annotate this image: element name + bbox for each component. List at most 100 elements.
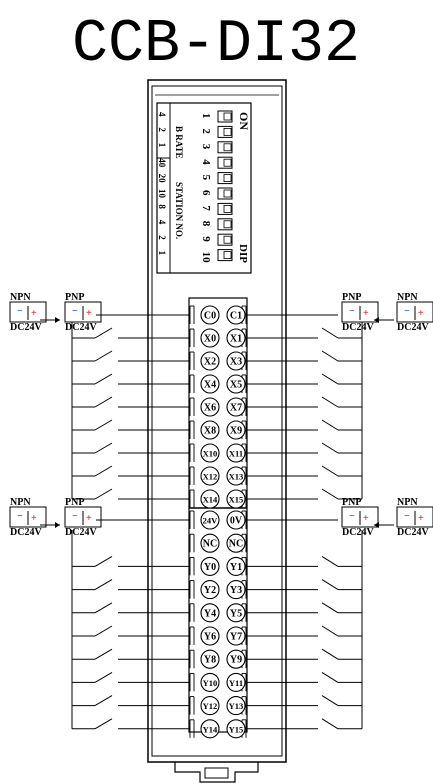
sensor-type-label: PNP [65, 292, 84, 303]
plus-sign: + [363, 308, 369, 319]
dip-switch-knob [223, 204, 232, 213]
sensor-type-label: PNP [342, 292, 361, 303]
minus-sign: − [349, 306, 355, 317]
terminal-screw [226, 719, 246, 739]
terminal-label: X15 [229, 495, 244, 505]
dip-switch-number: 5 [200, 175, 212, 181]
plus-sign: + [31, 308, 37, 319]
terminal-screw [200, 328, 220, 348]
sensor-type-label: PNP [65, 497, 84, 508]
terminal-label: X14 [203, 495, 218, 505]
supply-label: DC24V [65, 322, 97, 333]
dip-switch [217, 233, 233, 246]
sensor-type-label: NPN [397, 292, 418, 303]
terminal-label: Y1 [230, 562, 242, 573]
plus-sign: + [31, 513, 37, 524]
baud-rate-value: 4 [157, 112, 167, 117]
terminal-screw [200, 305, 220, 325]
supply-label: DC24V [65, 527, 97, 538]
station-value: 40 [157, 158, 167, 168]
station-value: 4 [157, 220, 167, 225]
dip-switch-number: 10 [200, 252, 212, 264]
dip-switch-number: 8 [200, 221, 212, 227]
terminal-screw [200, 466, 220, 486]
station-value: 8 [157, 204, 167, 209]
dip-switch-knob [223, 251, 232, 260]
plus-sign: + [86, 513, 92, 524]
terminal-screw [200, 672, 220, 692]
dip-switch [217, 202, 233, 215]
dip-switch-knob [223, 143, 232, 152]
terminal-screw [226, 696, 246, 716]
sensor-box-pnp: PNP −+ DC24V [64, 497, 102, 538]
terminal-screw [226, 351, 246, 371]
dip-switch [217, 172, 233, 185]
terminal-screw [200, 397, 220, 417]
dip-switch-number: 4 [200, 159, 212, 165]
dip-switch-knob [223, 112, 232, 121]
terminal-label: Y10 [203, 678, 218, 688]
terminal-label: X9 [230, 426, 242, 437]
dip-switch [217, 249, 233, 262]
plus-sign: + [363, 513, 369, 524]
terminal-screw [226, 374, 246, 394]
dip-switch-number: 2 [200, 128, 212, 134]
terminal-label: C0 [204, 311, 216, 322]
terminal-label: X4 [204, 380, 216, 391]
sensor-box-npn: NPN−+DC24V [9, 497, 47, 538]
plus-sign: + [418, 513, 424, 524]
terminal-screw [200, 374, 220, 394]
sensor-type-label: NPN [397, 497, 418, 508]
dip-switch [217, 156, 233, 169]
sensor-box-pnp: PNP−+DC24V [341, 292, 379, 333]
terminal-label: Y5 [230, 608, 242, 619]
dip-switch [217, 141, 233, 154]
sensor-type-label: NPN [10, 292, 31, 303]
sensor-type-label: PNP [342, 497, 361, 508]
sensor-box-npn: NPN−+DC24V [396, 497, 433, 538]
station-no-label: STATION NO. [174, 182, 184, 239]
dip-switch-number: 1 [200, 113, 212, 119]
dip-switch-number: 7 [200, 205, 212, 211]
terminal-screw [200, 696, 220, 716]
terminal-screw [226, 328, 246, 348]
dip-switch-number: 6 [200, 190, 212, 196]
terminal-label: X13 [229, 472, 244, 482]
terminal-label: X3 [230, 357, 242, 368]
dip-switch-knob [223, 158, 232, 167]
dip-switch [217, 218, 233, 231]
terminal-screw [200, 489, 220, 509]
dip-label: DIP [237, 244, 249, 263]
terminal-screw [200, 510, 220, 530]
minus-sign: − [72, 511, 78, 522]
terminal-screw [226, 443, 246, 463]
plus-sign: + [418, 308, 424, 319]
dip-switch-number: 3 [200, 144, 212, 150]
terminal-label: X8 [204, 426, 216, 437]
minus-sign: − [349, 511, 355, 522]
terminal-screw [200, 649, 220, 669]
terminal-screw [226, 397, 246, 417]
baud-rate-value: 1 [157, 143, 167, 148]
terminal-label: 0V [230, 516, 243, 527]
terminal-label: Y7 [230, 632, 242, 643]
terminal-label: Y13 [229, 701, 244, 711]
station-value: 20 [157, 174, 167, 184]
terminal-label: Y8 [204, 655, 216, 666]
terminal-screw [226, 489, 246, 509]
supply-label: DC24V [10, 322, 42, 333]
terminal-label: Y3 [230, 585, 242, 596]
minus-sign: − [17, 306, 23, 317]
terminal-label: X7 [230, 403, 242, 414]
terminal-label: X2 [204, 357, 216, 368]
terminal-screw [226, 556, 246, 576]
module-housing [147, 79, 287, 783]
baud-rate-label: B RATE [174, 126, 184, 159]
sensor-box-pnp: PNP−+DC24V [341, 497, 379, 538]
station-value: 1 [157, 251, 167, 256]
terminal-label: Y12 [203, 701, 218, 711]
terminal-label: NC [229, 539, 243, 550]
terminal-label: X6 [204, 403, 216, 414]
